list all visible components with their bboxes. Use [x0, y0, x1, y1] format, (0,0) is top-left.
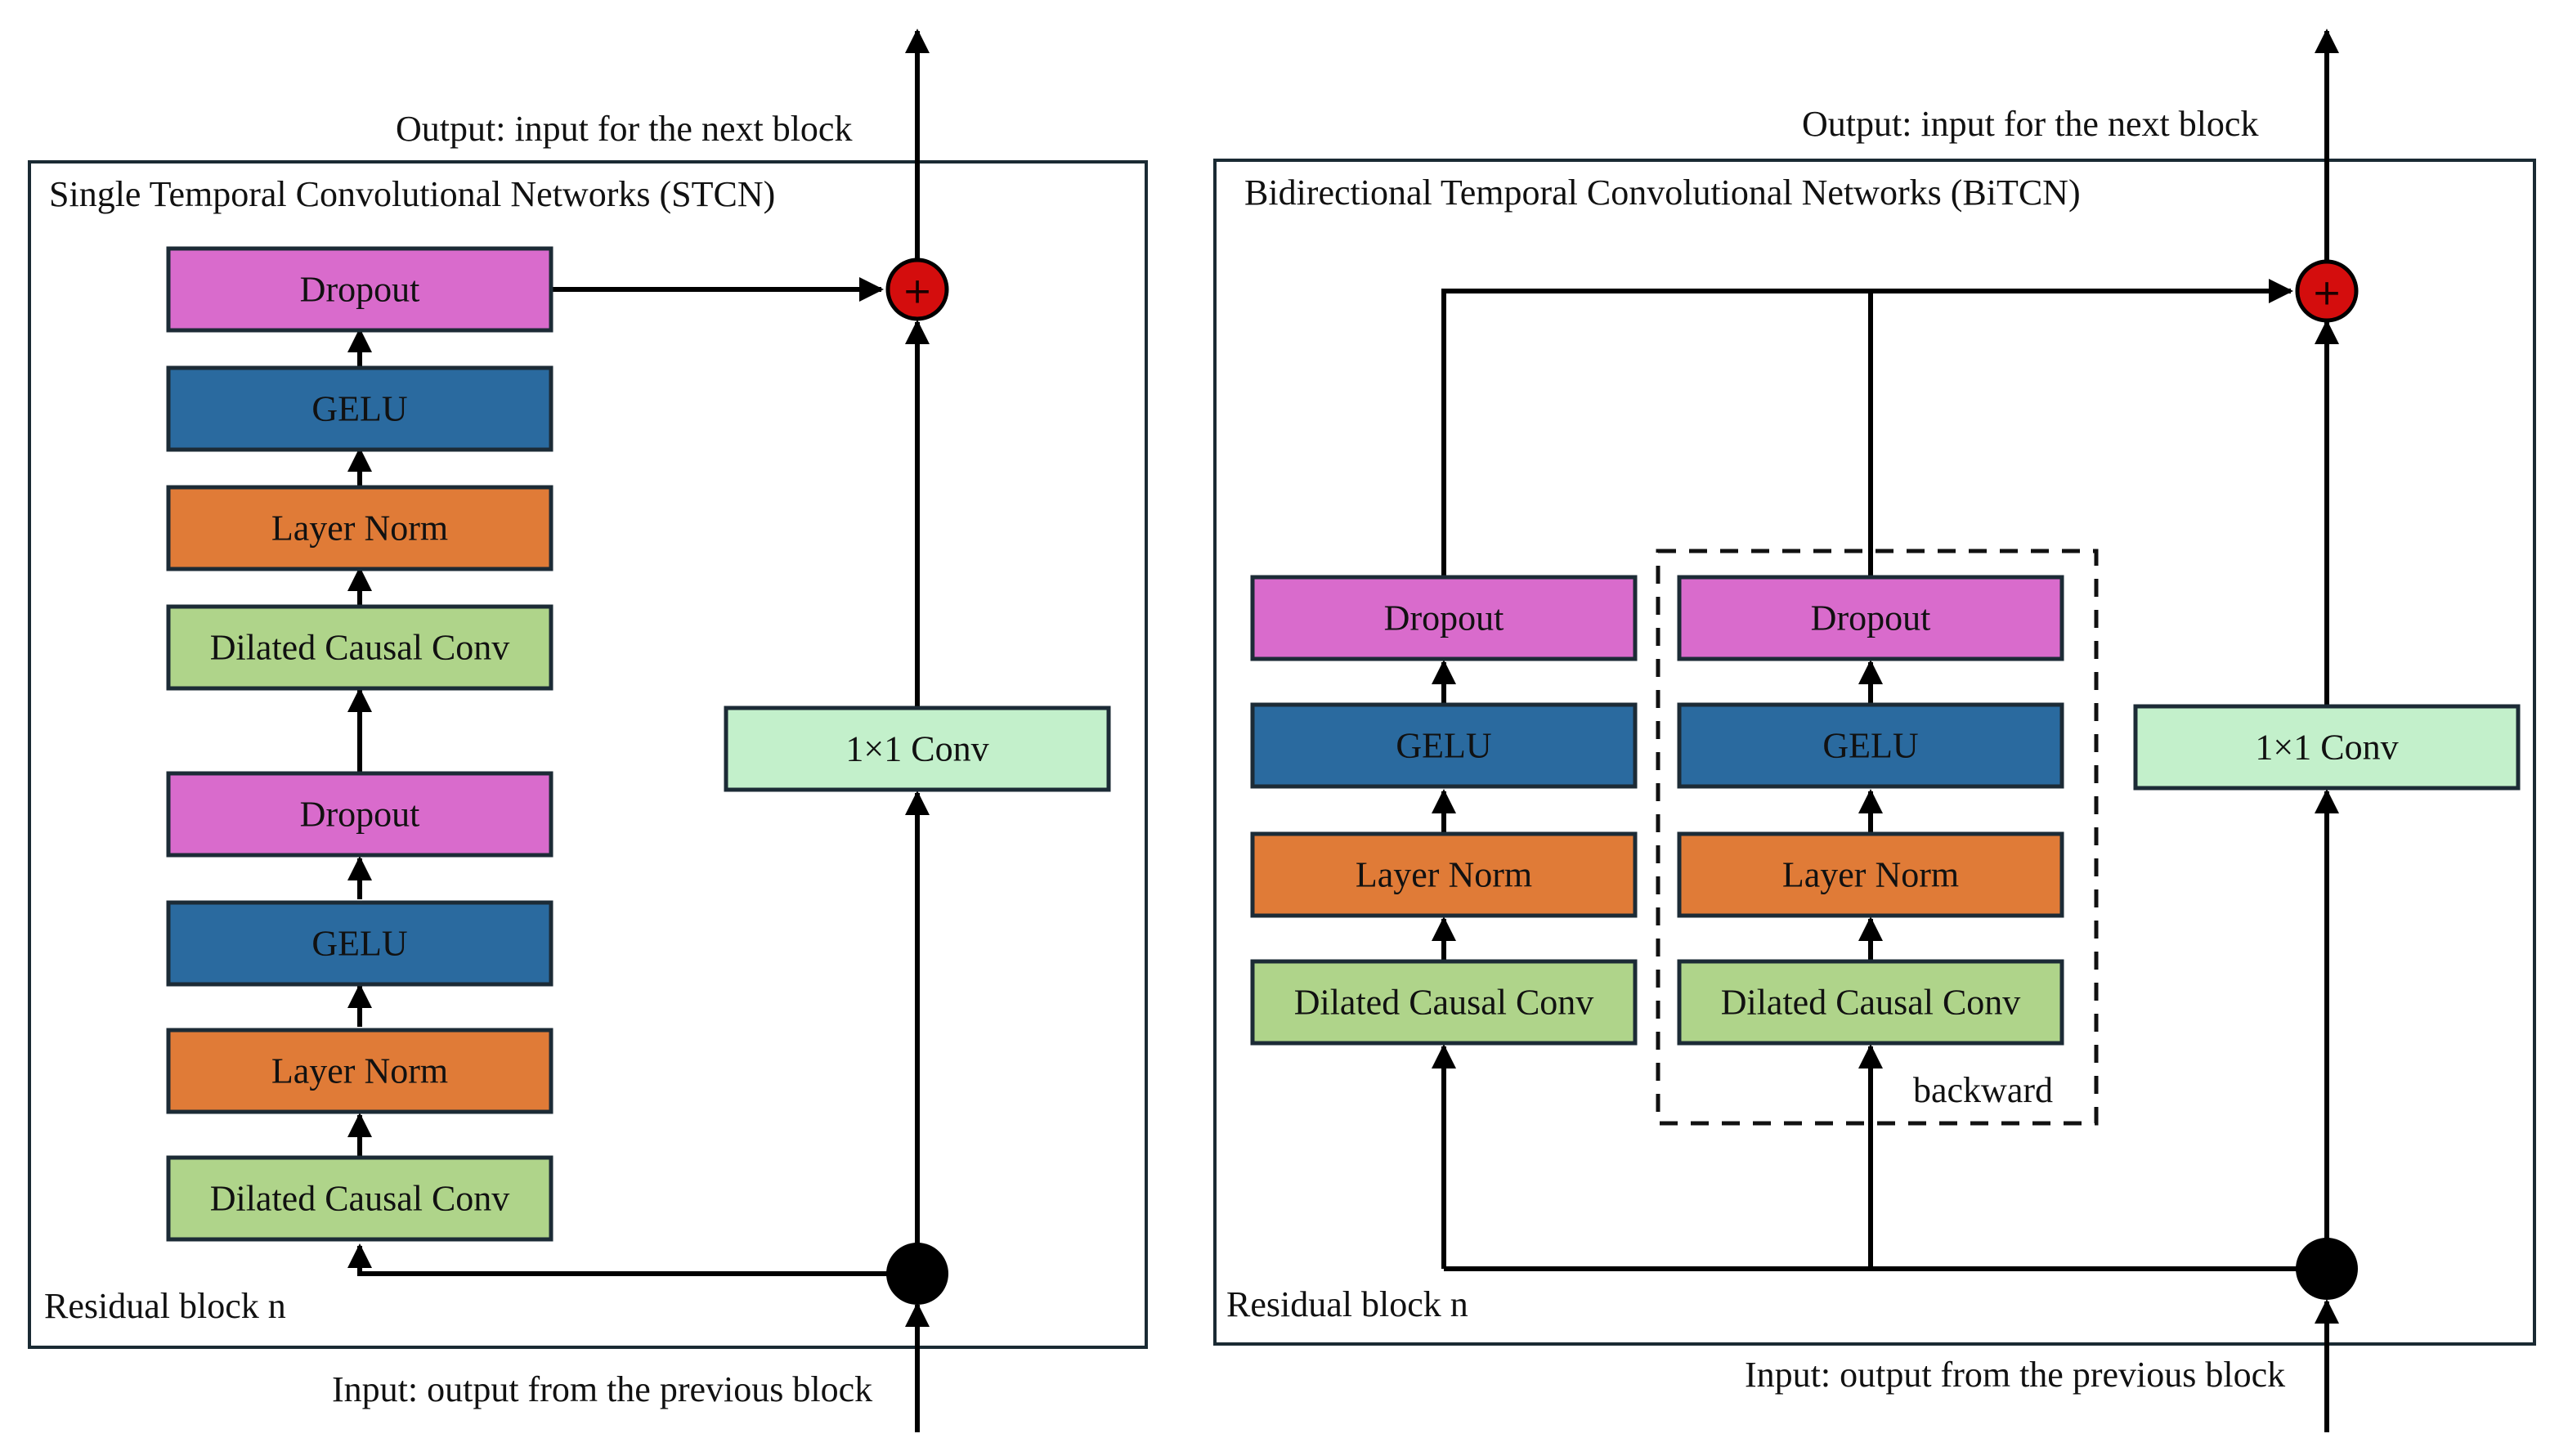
plus-icon: +	[903, 271, 933, 312]
stcn-sum-node: +	[885, 258, 949, 321]
bitcn-forward-dropout-box: Dropout	[1250, 575, 1638, 661]
stcn-upper-dilated-conv-box: Dilated Causal Conv	[166, 604, 553, 691]
bitcn-frame	[1213, 159, 2536, 1346]
stcn-split-node	[886, 1243, 948, 1305]
bitcn-title: Bidirectional Temporal Convolutional Net…	[1244, 172, 2081, 213]
bitcn-backward-dilated-conv-box: Dilated Causal Conv	[1677, 959, 2064, 1046]
gelu-label: GELU	[1822, 726, 1918, 766]
bitcn-split-node	[2296, 1238, 2358, 1300]
layer-norm-label: Layer Norm	[1782, 855, 1959, 895]
layer-norm-label: Layer Norm	[271, 508, 448, 549]
gelu-label: GELU	[1396, 726, 1491, 766]
dilated-conv-fill	[1677, 959, 2064, 1046]
layer-norm-fill	[1250, 831, 1638, 918]
dropout-fill	[1250, 575, 1638, 661]
stcn-upper-layer-norm-box: Layer Norm	[166, 485, 553, 571]
stcn-output-label: Output: input for the next block	[396, 109, 852, 149]
dropout-fill	[166, 246, 553, 333]
dilated-conv-label: Dilated Causal Conv	[210, 628, 510, 668]
conv1x1-fill	[2133, 704, 2521, 791]
gelu-label: GELU	[311, 924, 407, 964]
bitcn-forward-dilated-conv-box: Dilated Causal Conv	[1250, 959, 1638, 1046]
conv1x1-label: 1×1 Conv	[845, 729, 988, 769]
stcn-upper-dropout-box: Dropout	[166, 246, 553, 333]
bitcn-sum-node: +	[2295, 259, 2359, 323]
layer-norm-label: Layer Norm	[271, 1051, 448, 1091]
sum-node-fill	[2295, 259, 2359, 323]
bitcn-forward-gelu-box: GELU	[1250, 702, 1638, 789]
conv1x1-fill	[724, 706, 1111, 792]
stcn-lower-dilated-conv-box: Dilated Causal Conv	[166, 1155, 553, 1242]
bitcn-output-label: Output: input for the next block	[1802, 104, 2258, 144]
dilated-conv-label: Dilated Causal Conv	[1294, 983, 1594, 1023]
dilated-conv-fill	[166, 604, 553, 691]
stcn-split-to-conv-arrow	[347, 1243, 917, 1276]
layer-norm-fill	[166, 485, 553, 571]
layer-norm-fill	[1677, 831, 2064, 918]
bitcn-panel: Bidirectional Temporal Convolutional Net…	[1213, 29, 2536, 1432]
gelu-fill	[1250, 702, 1638, 789]
dropout-fill	[1677, 575, 2064, 661]
dilated-conv-label: Dilated Causal Conv	[1721, 983, 2021, 1023]
gelu-fill	[1677, 702, 2064, 789]
bitcn-backward-dropout-box: Dropout	[1677, 575, 2064, 661]
bitcn-residual-block-label: Residual block n	[1226, 1284, 1468, 1324]
dropout-label: Dropout	[300, 270, 420, 310]
stcn-title: Single Temporal Convolutional Networks (…	[49, 174, 775, 214]
dilated-conv-label: Dilated Causal Conv	[210, 1179, 510, 1219]
dropout-label: Dropout	[300, 795, 420, 835]
dilated-conv-fill	[1250, 959, 1638, 1046]
bitcn-backward-region	[1656, 549, 2099, 1126]
bitcn-backward-gelu-box: GELU	[1677, 702, 2064, 789]
sum-node-fill	[885, 258, 949, 321]
bitcn-input-label: Input: output from the previous block	[1745, 1355, 2285, 1395]
stcn-lower-dropout-box: Dropout	[166, 771, 553, 858]
stcn-input-label: Input: output from the previous block	[332, 1369, 872, 1409]
stcn-residual-block-label: Residual block n	[44, 1286, 286, 1326]
dilated-conv-fill	[166, 1155, 553, 1242]
bitcn-connectors	[1432, 29, 2339, 1432]
stcn-1x1-conv-box: 1×1 Conv	[724, 706, 1111, 792]
stcn-panel: Single Temporal Convolutional Networks (…	[28, 29, 1148, 1432]
dropout-fill	[166, 771, 553, 858]
gelu-label: GELU	[311, 389, 407, 429]
bitcn-forward-to-sum-arrow	[1441, 279, 2293, 576]
stcn-upper-gelu-box: GELU	[166, 365, 553, 452]
gelu-fill	[166, 900, 553, 987]
plus-icon: +	[2312, 272, 2342, 314]
stcn-frame	[28, 160, 1148, 1349]
layer-norm-label: Layer Norm	[1356, 855, 1532, 895]
dropout-label: Dropout	[1811, 598, 1931, 638]
dropout-label: Dropout	[1384, 598, 1504, 638]
stcn-lower-gelu-box: GELU	[166, 900, 553, 987]
gelu-fill	[166, 365, 553, 452]
stcn-connectors	[347, 29, 930, 1432]
bitcn-backward-label: backward	[1913, 1070, 2053, 1110]
bitcn-1x1-conv-box: 1×1 Conv	[2133, 704, 2521, 791]
stcn-lower-layer-norm-box: Layer Norm	[166, 1028, 553, 1114]
conv1x1-label: 1×1 Conv	[2255, 728, 2398, 768]
bitcn-backward-layer-norm-box: Layer Norm	[1677, 831, 2064, 918]
bitcn-forward-layer-norm-box: Layer Norm	[1250, 831, 1638, 918]
layer-norm-fill	[166, 1028, 553, 1114]
